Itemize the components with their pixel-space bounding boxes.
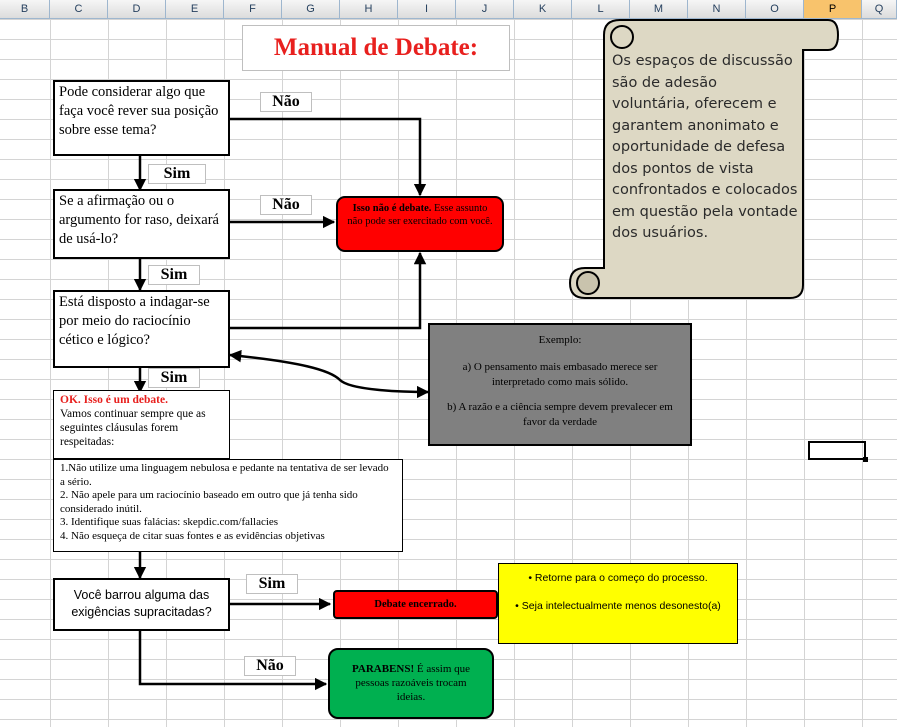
rules-box: 1.Não utilize uma linguagem nebulosa e p…: [53, 459, 403, 552]
ok-debate-box: OK. Isso é um debate. Vamos continuar se…: [53, 390, 230, 459]
not-debate-box: Isso não é debate. Esse assunto não pode…: [336, 196, 504, 252]
example-a: a) O pensamento mais embasado merece ser…: [462, 361, 658, 388]
fill-handle[interactable]: [863, 457, 868, 462]
column-header-m[interactable]: M: [630, 0, 688, 18]
parabens-rest: É assim que pessoas razoáveis trocam ide…: [355, 663, 471, 703]
question-3-box: Está disposto a indagar-se por meio do r…: [53, 290, 230, 368]
ok-debate-body: Vamos continuar sempre que as seguintes …: [60, 408, 206, 448]
column-header-k[interactable]: K: [514, 0, 572, 18]
selected-cell[interactable]: [808, 441, 866, 460]
column-header-n[interactable]: N: [688, 0, 746, 18]
question-1-box: Pode considerar algo que faça você rever…: [53, 80, 230, 156]
question-2-text: Se a afirmação ou o argumento for raso, …: [59, 193, 219, 247]
column-header-o[interactable]: O: [746, 0, 804, 18]
column-header-b[interactable]: B: [0, 0, 50, 18]
example-title: Exemplo:: [538, 334, 582, 346]
question-2-box: Se a afirmação ou o argumento for raso, …: [53, 189, 230, 259]
not-debate-bold: Isso não é debate.: [352, 203, 432, 214]
label-sim-4: Sim: [246, 574, 298, 594]
question-4-text: Você barrou alguma das exigências suprac…: [71, 588, 212, 619]
parabens-box: PARABENS! É assim que pessoas razoáveis …: [328, 648, 494, 719]
rule-2: 2. Não apele para um raciocínio baseado …: [60, 489, 358, 515]
debate-ended-box: Debate encerrado.: [333, 590, 498, 619]
column-header-f[interactable]: F: [224, 0, 282, 18]
parabens-bold: PARABENS!: [351, 663, 415, 675]
label-sim-1: Sim: [148, 164, 206, 184]
column-header-l[interactable]: L: [572, 0, 630, 18]
rule-1: 1.Não utilize uma linguagem nebulosa e p…: [60, 462, 389, 488]
label-nao-1: Não: [260, 92, 312, 112]
question-3-text: Está disposto a indagar-se por meio do r…: [59, 294, 210, 348]
column-header-h[interactable]: H: [340, 0, 398, 18]
column-header-c[interactable]: C: [50, 0, 108, 18]
label-nao-3: Não: [244, 656, 296, 676]
label-nao-2: Não: [260, 195, 312, 215]
rule-3: 3. Identifique suas falácias: skepdic.co…: [60, 516, 279, 528]
not-debate-rest: Esse assunto não pode ser exercitado com…: [347, 203, 493, 227]
column-header-j[interactable]: J: [456, 0, 514, 18]
scroll-text: Os espaços de discussão são de adesão vo…: [612, 53, 798, 241]
column-header-i[interactable]: I: [398, 0, 456, 18]
column-header-g[interactable]: G: [282, 0, 340, 18]
advice-line-2: • Seja intelectualmente menos desonesto(…: [515, 600, 721, 612]
question-1-text: Pode considerar algo que faça você rever…: [59, 84, 219, 138]
ok-debate-heading: OK. Isso é um debate.: [60, 394, 168, 406]
column-header-e[interactable]: E: [166, 0, 224, 18]
page-title: Manual de Debate:: [242, 25, 510, 71]
rule-4: 4. Não esqueça de citar suas fontes e as…: [60, 529, 325, 542]
column-header-p[interactable]: P: [804, 0, 862, 18]
example-b: b) A razão e a ciência sempre devem prev…: [447, 401, 673, 428]
label-sim-2: Sim: [148, 265, 200, 285]
column-header-d[interactable]: D: [108, 0, 166, 18]
advice-box: • Retorne para o começo do processo. • S…: [498, 563, 738, 644]
label-sim-3: Sim: [148, 368, 200, 388]
question-4-box: Você barrou alguma das exigências suprac…: [53, 578, 230, 631]
example-box: Exemplo: a) O pensamento mais embasado m…: [428, 323, 692, 446]
advice-line-1: • Retorne para o começo do processo.: [528, 572, 708, 584]
column-header-q[interactable]: Q: [862, 0, 897, 18]
